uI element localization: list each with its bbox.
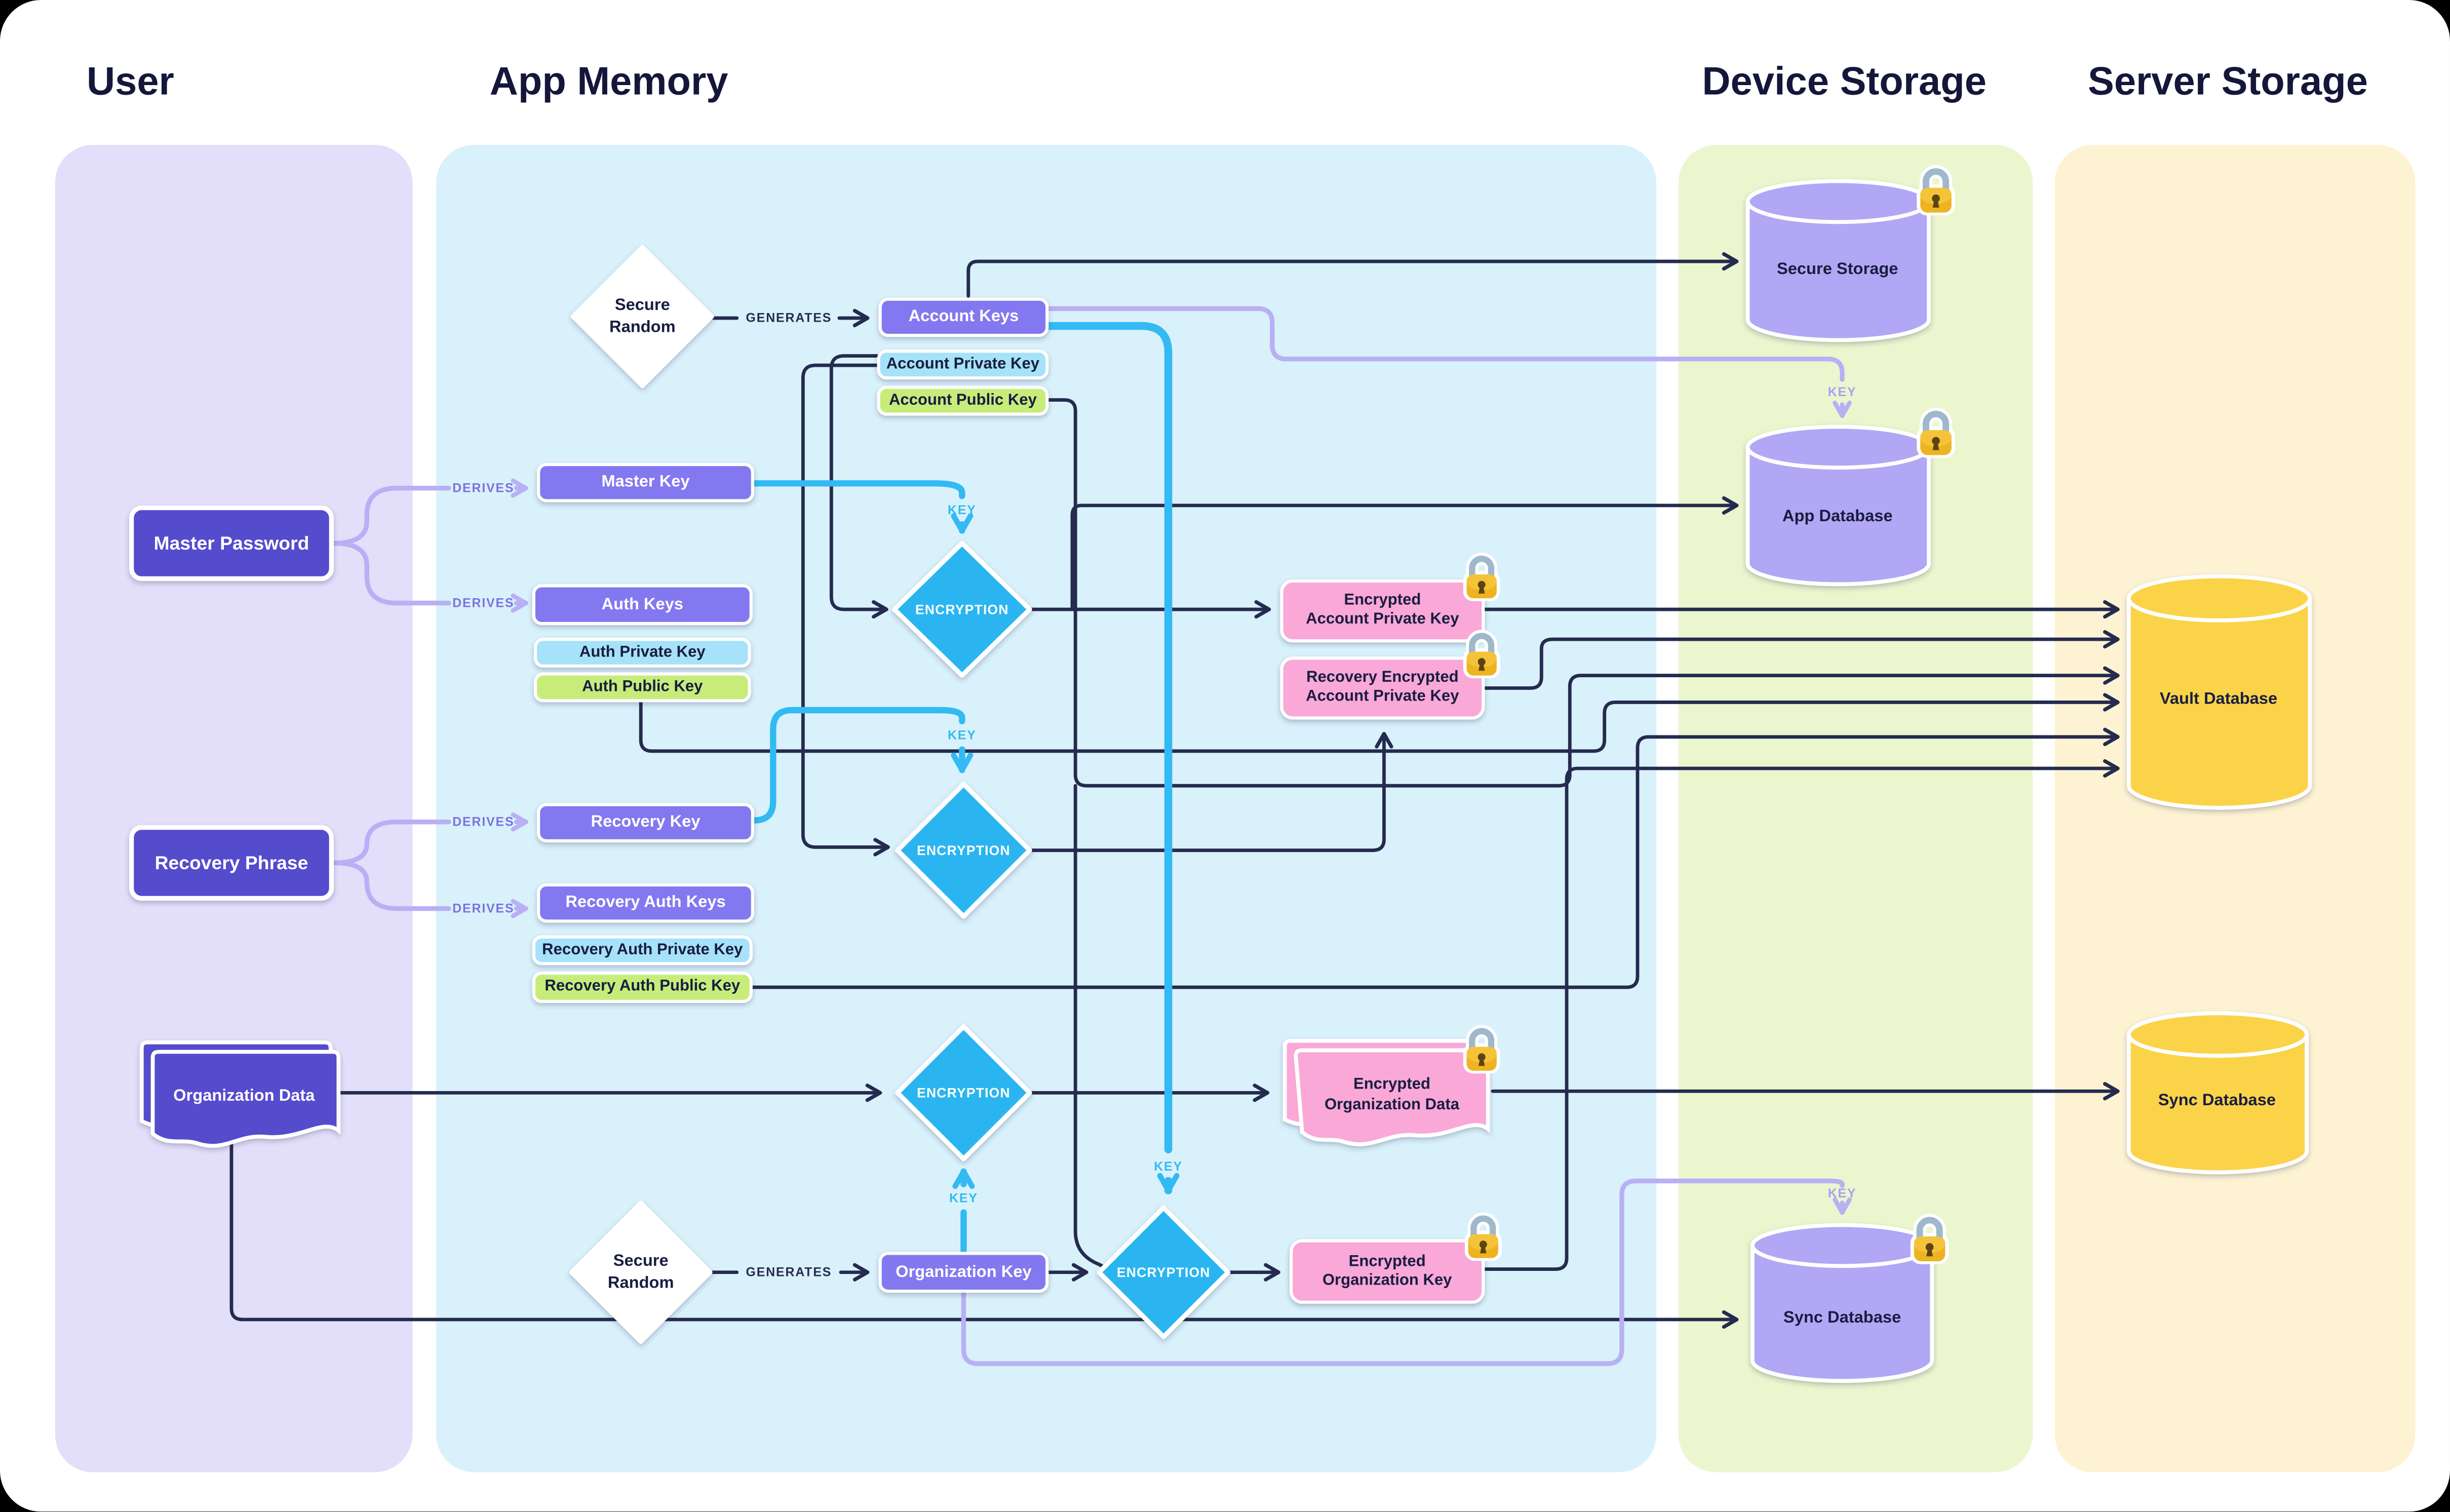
lock-icon-encrypted-account-private-key: [1461, 551, 1502, 605]
line-recovery-phrase-derives-up: [331, 820, 451, 866]
arrow-organization-data-to-sync-database-device: [229, 1141, 1739, 1329]
cylinder-secure-storage: [1745, 179, 1931, 342]
cylinder-vault-database: [2126, 574, 2312, 810]
node-master-password: Master Password: [129, 505, 334, 581]
app-database-label: App Database: [1782, 507, 1893, 526]
encryption-diamond-org-key: [1097, 1205, 1231, 1339]
encryption-label-master: ENCRYPTION: [915, 601, 1009, 617]
sync-database-device-label: Sync Database: [1783, 1308, 1901, 1328]
lock-icon-secure-storage: [1915, 164, 1957, 219]
generates-label-top: GENERATES: [746, 311, 832, 325]
arrow-encrypted-org-key-to-vault: [1483, 759, 2120, 1271]
derives-label-auth-keys: DERIVES: [452, 596, 515, 610]
line-account-keys-to-app-database-key: [1046, 306, 1845, 382]
node-auth-private-key: Auth Private Key: [533, 637, 751, 668]
sync-database-server-label: Sync Database: [2158, 1091, 2276, 1110]
encryption-label-recovery: ENCRYPTION: [917, 842, 1010, 859]
node-master-key: Master Key: [537, 462, 755, 502]
secure-storage-label: Secure Storage: [1776, 259, 1898, 279]
column-header-device-storage: Device Storage: [1702, 60, 1987, 104]
column-header-server-storage: Server Storage: [2088, 60, 2368, 104]
cylinder-sync-database-device: [1750, 1223, 1934, 1383]
node-auth-keys: Auth Keys: [532, 584, 753, 626]
derives-label-recovery-auth-keys: DERIVES: [452, 901, 515, 916]
line-organization-key-to-sync-database-key: [961, 1178, 1845, 1366]
node-recovery-auth-keys: Recovery Auth Keys: [537, 883, 755, 923]
line-recovery-phrase-derives-down: [331, 860, 451, 911]
lock-icon-encrypted-organization-key: [1463, 1211, 1504, 1265]
encryption-diamond-recovery: [895, 782, 1032, 919]
secure-random-diamond-top: [570, 245, 714, 389]
node-account-public-key: Account Public Key: [877, 385, 1049, 416]
key-label-recovery-encryption: KEY: [947, 728, 977, 743]
node-recovery-auth-private-key: Recovery Auth Private Key: [532, 935, 753, 965]
panel-user: [55, 144, 413, 1472]
lock-icon-sync-database-device: [1909, 1213, 1951, 1268]
arrow-recovery-auth-public-key-to-vault: [749, 727, 2120, 989]
cylinder-app-database: [1745, 424, 1931, 587]
arrow-account-keys-to-secure-storage: [966, 252, 1739, 298]
encryption-diamond-org-data: [895, 1024, 1032, 1161]
line-master-key-to-encryption-key: [751, 480, 965, 499]
line-master-password-derives-up: [331, 486, 451, 546]
key-label-org-key-encryption: KEY: [1154, 1159, 1183, 1174]
generates-label-bottom: GENERATES: [746, 1265, 832, 1280]
key-label-sync-database: KEY: [1827, 1186, 1857, 1201]
lock-icon-recovery-encrypted-account-private-key: [1461, 628, 1502, 682]
line-recovery-key-to-encryption-key: [751, 707, 965, 824]
line-account-keys-to-org-key-encryption: [1044, 322, 1173, 1154]
key-label-org-data-encryption: KEY: [949, 1191, 978, 1206]
arrow-auth-public-key-to-vault: [639, 693, 2120, 753]
column-header-app-memory: App Memory: [489, 60, 728, 104]
arrow-account-public-key-to-vault: [1046, 398, 2120, 788]
arrow-recovery-encrypted-to-vault: [1483, 630, 2120, 690]
secure-random-diamond-bottom: [569, 1200, 713, 1344]
arrow-account-private-key-to-encryption-recovery: [801, 363, 890, 857]
arrow-encrypted-account-private-key-to-app-database: [1070, 496, 1739, 611]
lock-icon-app-database: [1915, 406, 1957, 461]
arrow-encryption-recovery-to-recovery-encrypted: [1028, 731, 1393, 852]
derives-label-master-key: DERIVES: [452, 481, 515, 495]
organization-data-doc-front: [150, 1050, 341, 1148]
node-organization-key: Organization Key: [878, 1252, 1049, 1293]
line-master-password-derives-down: [331, 540, 451, 606]
vault-database-label: Vault Database: [2159, 689, 2278, 709]
node-recovery-key: Recovery Key: [537, 803, 755, 843]
encryption-label-org-key: ENCRYPTION: [1116, 1264, 1211, 1281]
column-header-user: User: [86, 60, 174, 104]
node-account-private-key: Account Private Key: [877, 350, 1049, 380]
node-recovery-auth-public-key: Recovery Auth Public Key: [532, 972, 753, 1003]
node-auth-public-key: Auth Public Key: [533, 672, 751, 703]
node-account-keys: Account Keys: [878, 297, 1049, 337]
cylinder-sync-database-server: [2126, 1011, 2309, 1175]
derives-label-recovery-key: DERIVES: [452, 815, 515, 829]
encryption-label-org-data: ENCRYPTION: [917, 1084, 1010, 1101]
organization-data-label: Organization Data: [173, 1086, 315, 1106]
key-label-master-encryption: KEY: [947, 503, 977, 518]
key-label-app-database: KEY: [1827, 385, 1857, 400]
node-recovery-phrase: Recovery Phrase: [129, 825, 334, 901]
line-account-public-key-branch-to-org-encryption: [1073, 784, 1107, 1269]
lock-icon-encrypted-organization-data: [1461, 1024, 1502, 1077]
encryption-diamond-master: [892, 540, 1032, 678]
